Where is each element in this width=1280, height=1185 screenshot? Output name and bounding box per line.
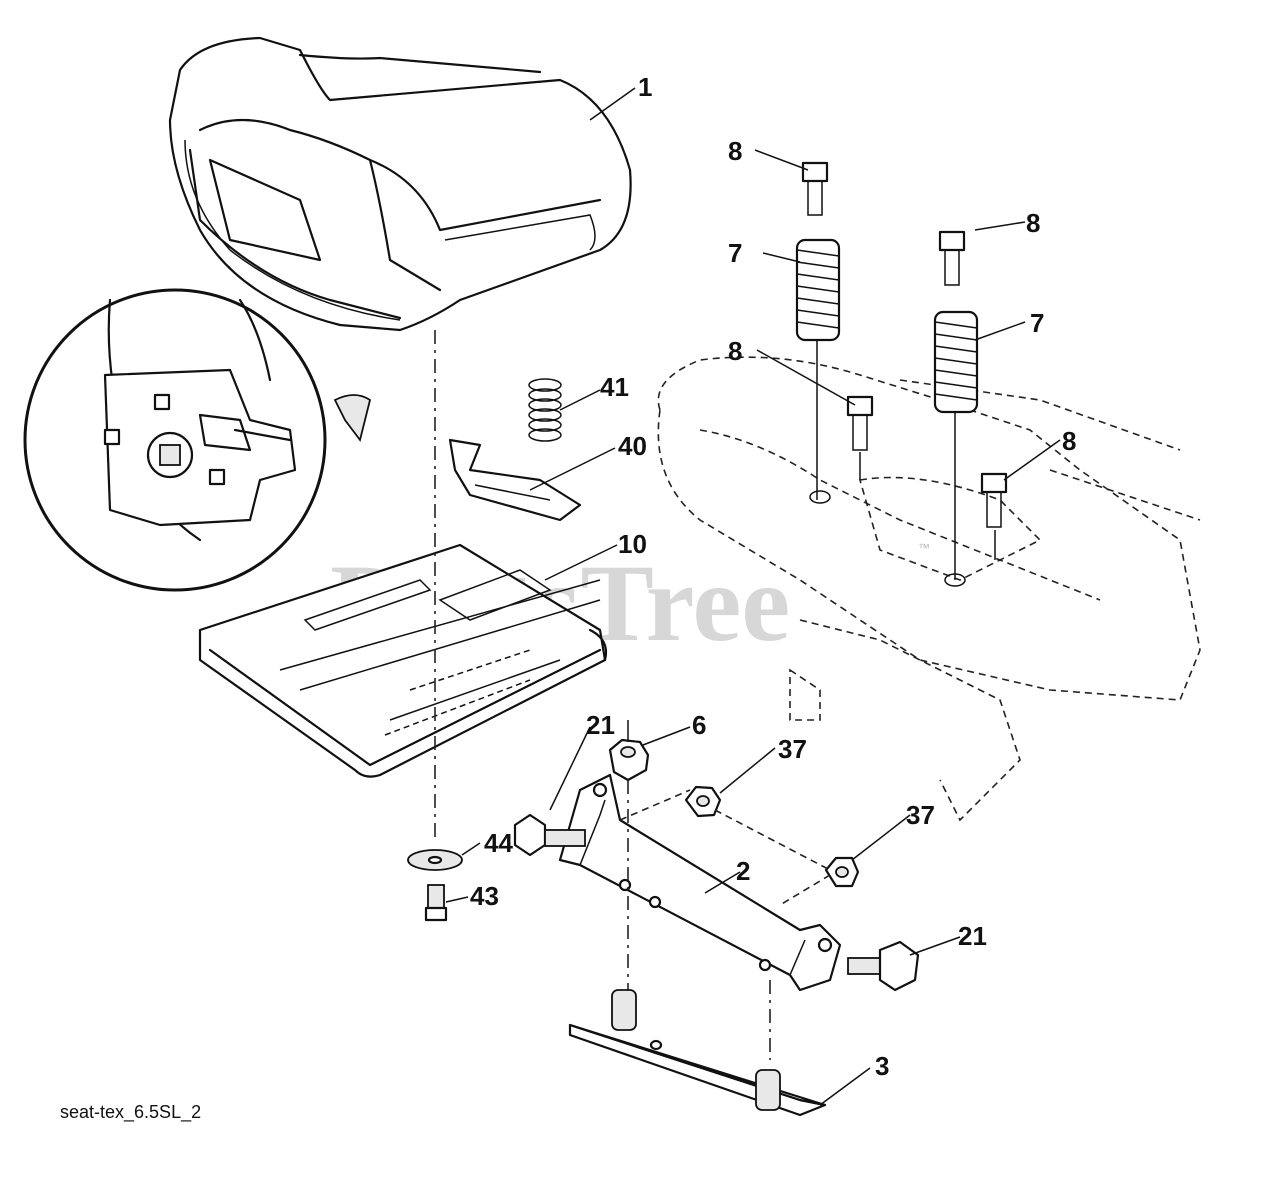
bracket-bolt-right[interactable] (847, 940, 920, 992)
washer[interactable] (407, 849, 463, 871)
hex-nut-6[interactable] (608, 738, 650, 782)
spring-bolt-top-left[interactable] (801, 161, 829, 216)
callout-label: 8 (728, 136, 742, 166)
rotate-arrow-icon (333, 394, 372, 443)
callout-labels: 1 8 8 7 7 8 8 41 40 10 21 6 37 37 44 43 … (470, 72, 1076, 1081)
suspension-spring-left[interactable] (795, 238, 841, 342)
compression-spring[interactable] (528, 378, 562, 442)
latch-clip[interactable] (448, 438, 582, 522)
callout-label: 40 (618, 431, 647, 461)
callout-label: 43 (470, 881, 499, 911)
spring-bolt-top-right[interactable] (938, 230, 966, 286)
callout-label: 1 (638, 72, 652, 102)
callout-label: 37 (778, 734, 807, 764)
bracket-bolt-left[interactable] (513, 813, 586, 857)
callout-label: 8 (1062, 426, 1076, 456)
callout-label: 8 (1026, 208, 1040, 238)
seat-bolt[interactable] (424, 884, 448, 922)
spring-bolt-lower-right[interactable] (980, 472, 1008, 528)
callout-label: 7 (728, 238, 742, 268)
suspension-spring-right[interactable] (933, 310, 979, 414)
callout-label: 21 (586, 710, 615, 740)
callout-label: 2 (736, 856, 750, 886)
hex-nut-37-lower[interactable] (824, 856, 860, 888)
callout-label: 37 (906, 800, 935, 830)
callout-label: 7 (1030, 308, 1044, 338)
seat-cushion[interactable] (168, 36, 632, 332)
base-plate[interactable] (568, 989, 827, 1117)
callout-label: 44 (484, 828, 513, 858)
fender-outline (657, 356, 1201, 822)
callout-label: 3 (875, 1051, 889, 1081)
callout-label: 10 (618, 529, 647, 559)
diagram-caption: seat-tex_6.5SL_2 (60, 1102, 201, 1123)
callout-label: 8 (728, 336, 742, 366)
callout-label: 41 (600, 372, 629, 402)
seat-mount-bracket[interactable] (558, 773, 842, 992)
seat-pan[interactable] (198, 543, 608, 778)
detail-inset (23, 288, 372, 592)
leader-lines (445, 87, 1061, 1106)
watermark-trademark: ™ (918, 541, 930, 555)
hex-nut-37-upper[interactable] (684, 785, 722, 818)
callout-label: 6 (692, 710, 706, 740)
callout-label: 21 (958, 921, 987, 951)
adjustment-slots (384, 649, 531, 736)
spring-bolt-lower-left[interactable] (846, 395, 874, 451)
